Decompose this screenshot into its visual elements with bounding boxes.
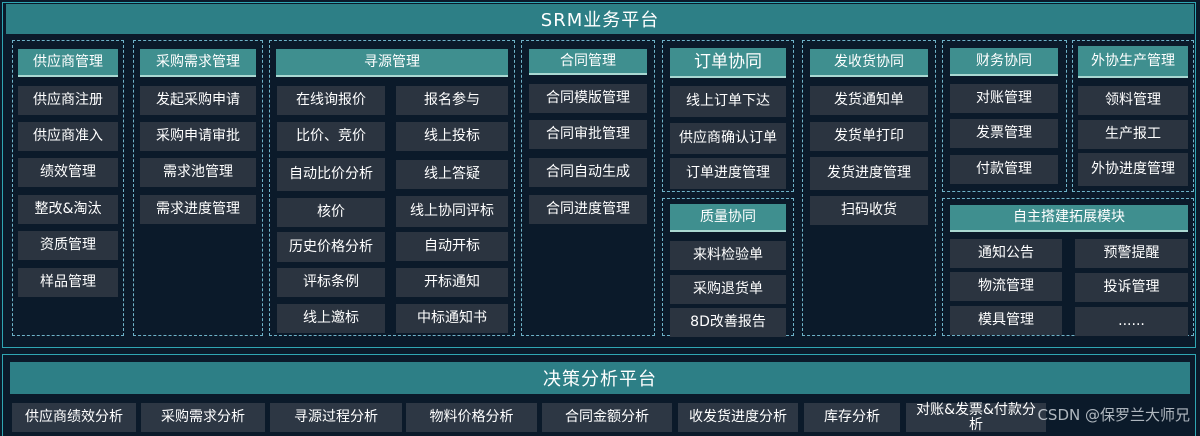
item-material-requisition: 领料管理 bbox=[1078, 86, 1188, 115]
header-custom-extension: 自主搭建拓展模块 bbox=[950, 205, 1188, 232]
item-performance-management: 绩效管理 bbox=[18, 158, 118, 187]
item-online-invitation: 线上邀标 bbox=[277, 304, 385, 333]
item-sourcing-process-analysis: 寻源过程分析 bbox=[270, 403, 402, 432]
item-more-ellipsis: ...... bbox=[1075, 307, 1188, 336]
header-outsource-production: 外协生产管理 bbox=[1078, 46, 1188, 78]
item-supplier-registration: 供应商注册 bbox=[18, 86, 118, 115]
header-delivery-collaboration: 发收货协同 bbox=[810, 49, 928, 77]
decision-platform-title: 决策分析平台 bbox=[10, 362, 1190, 394]
item-historical-price-analysis: 历史价格分析 bbox=[277, 232, 385, 262]
item-purchase-request-approval: 采购申请审批 bbox=[140, 122, 256, 151]
item-delivery-progress-analysis: 收发货进度分析 bbox=[678, 403, 798, 432]
item-scan-receive: 扫码收货 bbox=[810, 196, 928, 225]
header-purchase-demand: 采购需求管理 bbox=[140, 49, 256, 77]
item-award-notice: 中标通知书 bbox=[396, 304, 508, 333]
item-order-progress: 订单进度管理 bbox=[670, 158, 786, 189]
group-delivery-collaboration bbox=[802, 40, 936, 336]
srm-platform-title: SRM业务平台 bbox=[6, 4, 1194, 34]
group-purchase-demand bbox=[133, 40, 263, 336]
item-purchase-return: 采购退货单 bbox=[670, 275, 786, 304]
item-online-order-issue: 线上订单下达 bbox=[670, 86, 786, 117]
item-reconciliation: 对账管理 bbox=[950, 84, 1058, 113]
item-online-qa: 线上答疑 bbox=[396, 160, 508, 189]
item-contract-progress: 合同进度管理 bbox=[529, 195, 647, 224]
item-price-verification: 核价 bbox=[277, 198, 385, 227]
item-demand-progress: 需求进度管理 bbox=[140, 195, 256, 224]
item-rectify-eliminate: 整改&淘汰 bbox=[18, 195, 118, 224]
item-auto-price-comparison: 自动比价分析 bbox=[277, 158, 385, 191]
srm-platform-frame bbox=[2, 2, 1196, 348]
item-8d-improvement-report: 8D改善报告 bbox=[670, 308, 786, 337]
csdn-watermark: CSDN @保罗兰大师兄 bbox=[1037, 406, 1190, 424]
header-contract-management: 合同管理 bbox=[529, 49, 647, 75]
item-supplier-admission: 供应商准入 bbox=[18, 122, 118, 151]
item-notice-announcement: 通知公告 bbox=[950, 239, 1062, 268]
header-sourcing-management: 寻源管理 bbox=[276, 49, 508, 77]
item-inventory-analysis: 库存分析 bbox=[804, 403, 900, 432]
item-sample-management: 样品管理 bbox=[18, 268, 118, 297]
item-supplier-confirm-order: 供应商确认订单 bbox=[670, 123, 786, 154]
header-order-collaboration: 订单协同 bbox=[670, 48, 786, 78]
item-online-bidding: 线上投标 bbox=[396, 122, 508, 151]
item-warning-alert: 预警提醒 bbox=[1075, 239, 1188, 268]
item-reconciliation-invoice-payment-analysis: 对账&发票&付款分析 bbox=[906, 402, 1046, 432]
item-incoming-inspection: 来料检验单 bbox=[670, 241, 786, 270]
item-delivery-notice: 发货通知单 bbox=[810, 86, 928, 115]
item-initiate-purchase-request: 发起采购申请 bbox=[140, 86, 256, 115]
group-order-collaboration bbox=[662, 40, 794, 192]
item-bid-opening-notice: 开标通知 bbox=[396, 268, 508, 297]
item-mold-management: 模具管理 bbox=[950, 306, 1062, 335]
decision-platform-frame bbox=[2, 354, 1196, 436]
item-production-report: 生产报工 bbox=[1078, 120, 1188, 149]
item-supplier-performance-analysis: 供应商绩效分析 bbox=[12, 403, 136, 432]
item-auto-bid-opening: 自动开标 bbox=[396, 232, 508, 261]
group-finance-collaboration bbox=[942, 40, 1067, 192]
item-bid-evaluation-rules: 评标条例 bbox=[277, 268, 385, 297]
item-purchase-demand-analysis: 采购需求分析 bbox=[141, 403, 265, 432]
header-quality-collaboration: 质量协同 bbox=[670, 204, 786, 232]
item-qualification-management: 资质管理 bbox=[18, 231, 118, 260]
item-complaint-management: 投诉管理 bbox=[1075, 273, 1188, 302]
item-contract-template: 合同模版管理 bbox=[529, 84, 647, 113]
item-contract-amount-analysis: 合同金额分析 bbox=[542, 403, 672, 432]
item-material-price-analysis: 物料价格分析 bbox=[406, 403, 537, 432]
group-custom-extension bbox=[942, 198, 1194, 336]
item-invoice-management: 发票管理 bbox=[950, 119, 1058, 148]
group-contract-management bbox=[521, 40, 655, 336]
item-outsource-progress: 外协进度管理 bbox=[1078, 153, 1188, 186]
group-sourcing-management bbox=[269, 40, 515, 336]
item-logistics-management: 物流管理 bbox=[950, 272, 1062, 301]
item-contract-approval: 合同审批管理 bbox=[529, 120, 647, 149]
item-payment-management: 付款管理 bbox=[950, 155, 1058, 184]
item-register-participate: 报名参与 bbox=[396, 86, 508, 115]
group-supplier-management bbox=[12, 40, 124, 336]
item-delivery-note-print: 发货单打印 bbox=[810, 122, 928, 151]
item-compare-bid: 比价、竞价 bbox=[277, 122, 385, 151]
item-delivery-progress: 发货进度管理 bbox=[810, 157, 928, 190]
item-online-quotation: 在线询报价 bbox=[277, 86, 385, 115]
header-finance-collaboration: 财务协同 bbox=[950, 48, 1058, 76]
group-outsource-production bbox=[1072, 40, 1194, 192]
header-supplier-management: 供应商管理 bbox=[18, 49, 118, 77]
item-online-collaborative-evaluation: 线上协同评标 bbox=[396, 196, 508, 227]
item-demand-pool: 需求池管理 bbox=[140, 158, 256, 187]
item-contract-auto-generate: 合同自动生成 bbox=[529, 158, 647, 187]
